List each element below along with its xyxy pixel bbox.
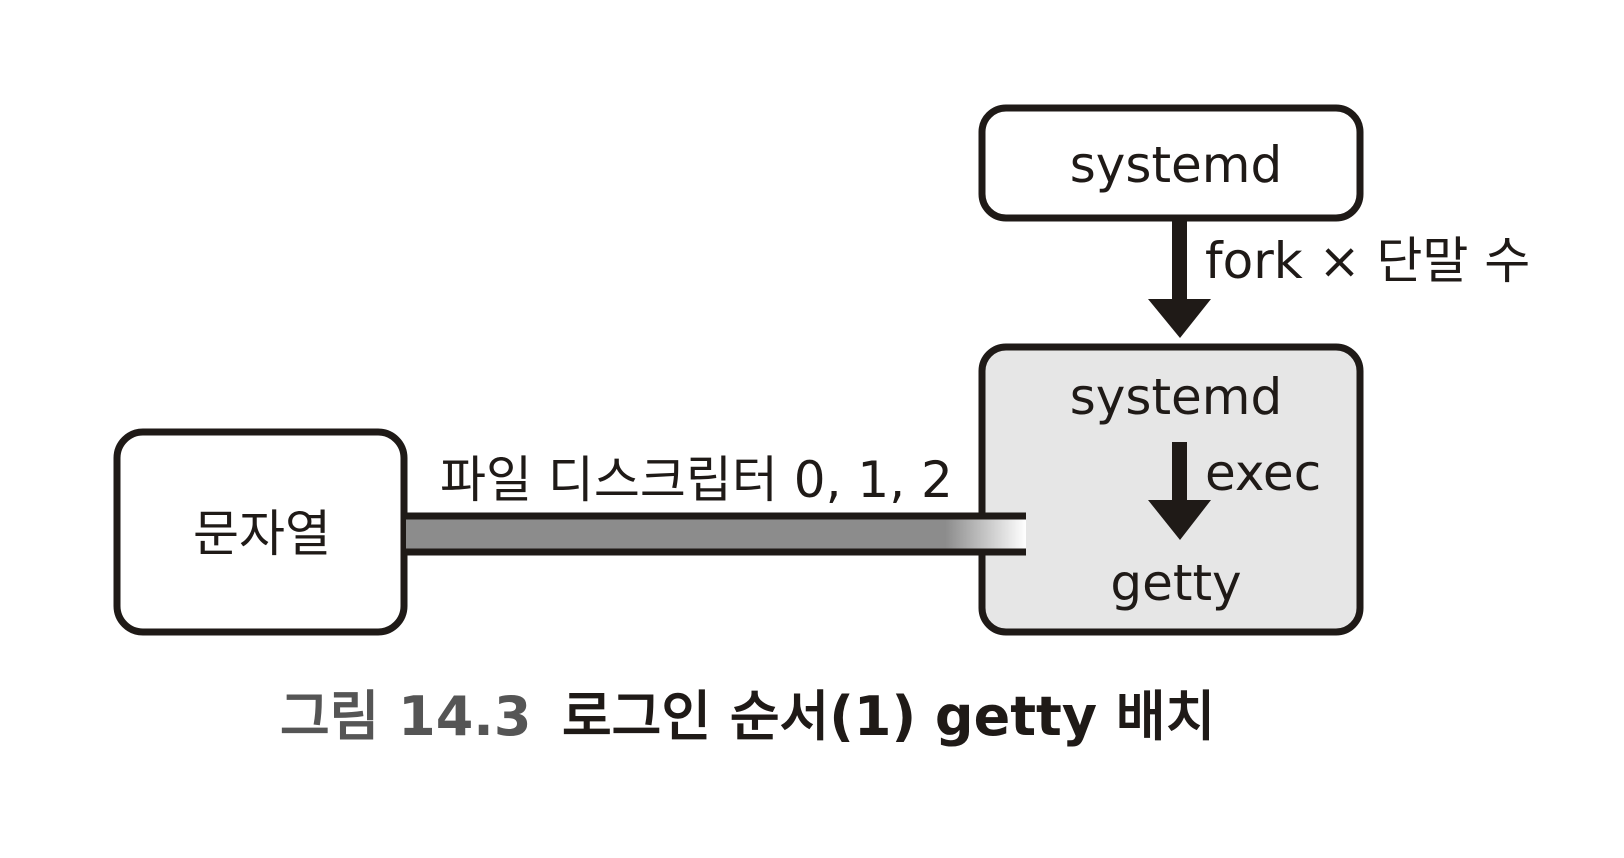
fork-arrow xyxy=(1148,218,1211,338)
string-box xyxy=(113,428,408,636)
exec-label: exec xyxy=(1205,444,1321,502)
fork-arrow-shaft xyxy=(1172,218,1187,302)
fork-label: fork × 단말 수 xyxy=(1205,232,1530,290)
exec-arrow-shaft xyxy=(1172,442,1187,502)
systemd-parent-label: systemd xyxy=(1070,136,1283,194)
fork-arrow-head xyxy=(1148,299,1211,338)
string-label: 문자열 xyxy=(193,505,331,563)
fd-pipe xyxy=(404,512,1026,556)
process-node: systemd exec getty xyxy=(978,343,1364,636)
caption-title: 로그인 순서(1) getty 배치 xyxy=(562,685,1215,748)
systemd-child-label: systemd xyxy=(1070,368,1283,426)
process-box xyxy=(978,343,1364,636)
systemd-parent-box xyxy=(978,104,1364,222)
caption-number: 그림 14.3 xyxy=(280,685,531,748)
exec-arrow xyxy=(1148,442,1211,540)
exec-arrow-head xyxy=(1148,500,1211,540)
fd-label: 파일 디스크립터 0, 1, 2 xyxy=(440,451,953,509)
systemd-parent-node: systemd xyxy=(978,104,1364,222)
figure-caption: 그림 14.3 로그인 순서(1) getty 배치 xyxy=(280,685,1215,748)
getty-label: getty xyxy=(1110,554,1241,612)
fd-pipe-fill xyxy=(406,518,1026,550)
string-node: 문자열 xyxy=(113,428,408,636)
